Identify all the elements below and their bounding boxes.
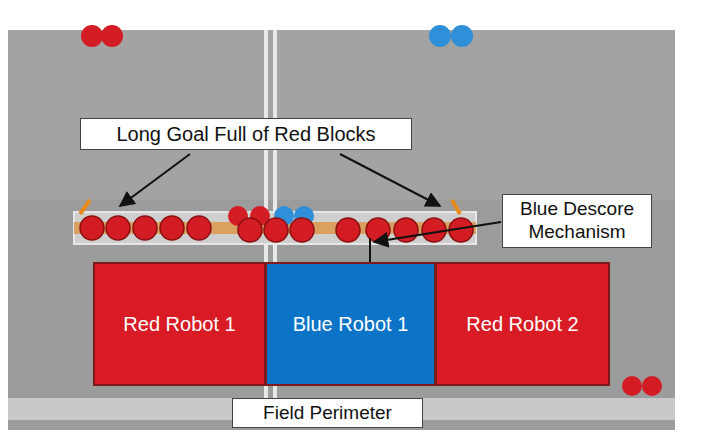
- robot-box: Red Robot 1: [93, 262, 266, 386]
- node-text: Long Goal Full of Red Blocks: [116, 122, 375, 146]
- node-text: Field Perimeter: [263, 402, 392, 425]
- field-floor-shade: [8, 30, 675, 200]
- robot-box: Blue Robot 1: [265, 262, 436, 386]
- long-goal: [74, 200, 476, 244]
- node-text: Blue Robot 1: [293, 312, 409, 336]
- label-box: Field Perimeter: [232, 398, 423, 428]
- node-text: Blue Descore Mechanism: [509, 198, 645, 244]
- node-text: Red Robot 2: [466, 312, 578, 336]
- robot-box: Red Robot 2: [435, 262, 610, 386]
- callout-box: Blue Descore Mechanism: [502, 194, 652, 248]
- top-blocks: [81, 25, 662, 396]
- field-floor: [8, 30, 675, 430]
- node-text: Red Robot 1: [123, 312, 235, 336]
- callout-box: Long Goal Full of Red Blocks: [80, 118, 412, 150]
- leader-lines: [120, 154, 501, 263]
